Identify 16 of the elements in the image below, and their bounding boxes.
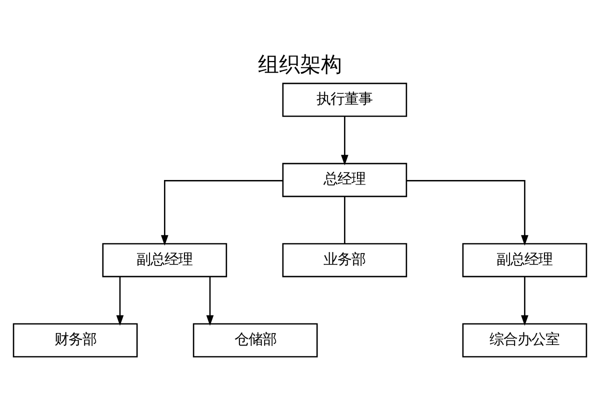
arrow bbox=[160, 180, 283, 246]
connector bbox=[344, 196, 346, 244]
node-box: 业务部 bbox=[282, 243, 408, 278]
node-box: 执行董事 bbox=[282, 82, 408, 117]
node-box: 财务部 bbox=[12, 323, 138, 358]
arrow bbox=[406, 180, 528, 246]
arrow bbox=[521, 276, 528, 326]
node-box: 副总经理 bbox=[462, 243, 588, 278]
arrow bbox=[206, 276, 214, 326]
node-box: 仓储部 bbox=[192, 323, 318, 358]
arrow bbox=[341, 116, 348, 166]
arrow bbox=[116, 276, 124, 326]
node-box: 综合办公室 bbox=[462, 323, 588, 358]
node-box: 副总经理 bbox=[102, 243, 228, 278]
node-box: 总经理 bbox=[282, 162, 408, 198]
diagram-title: 组织架构 bbox=[258, 51, 342, 76]
